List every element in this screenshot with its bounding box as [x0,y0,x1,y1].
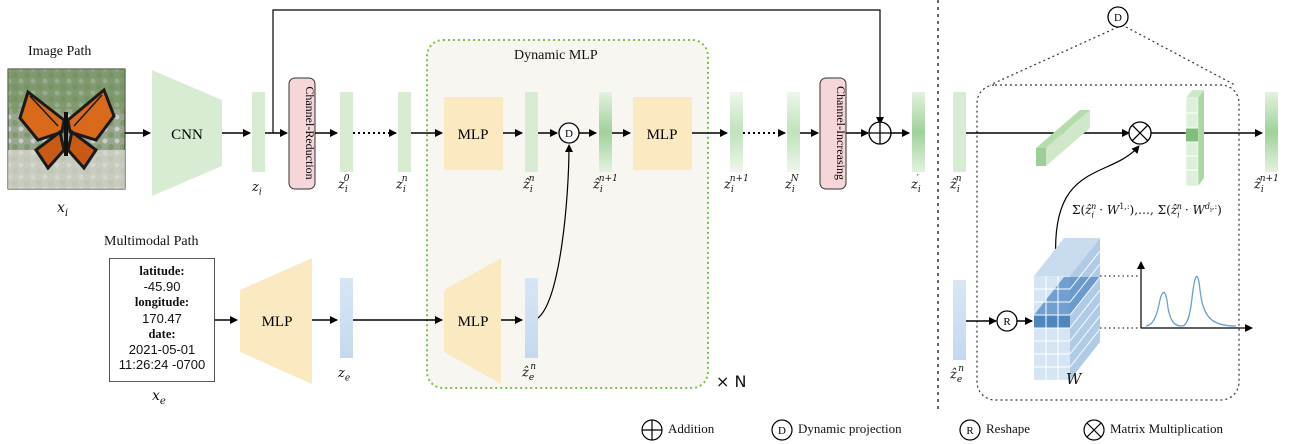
detail-zhat-in1-label: ẑin+1 [1254,174,1279,195]
reshape-node-label: R [1003,316,1011,328]
channel-reduction-label: Channel-Reduction [303,86,317,179]
weight-row-slab [1036,110,1090,166]
mlp-dynamic-lower-label: MLP [458,314,489,330]
z-in-bar [398,92,411,172]
mlp-block-dynamic-lower [444,258,501,384]
cnn-block [152,70,222,196]
legend-dynamic-projection-icon [771,419,793,441]
z-i0-label: zi0 [338,174,350,195]
x-e-label: xe [152,388,166,407]
legend-d-label: D [778,425,786,437]
z-iprime-label: zi′ [911,174,921,195]
mlp-image-label: MLP [458,127,489,143]
distribution-plot [1137,261,1253,332]
longitude-value: 170.47 [142,310,182,326]
dynamic-mlp-title: Dynamic MLP [514,48,598,63]
metadata-box: latitude: -45.90 longitude: 170.47 date:… [109,258,215,382]
channel-increasing-label: Channel-Increasing [834,86,848,180]
time-value: 11:26:24 -0700 [118,357,206,373]
z-iN-bar [787,92,800,172]
weights-to-multiply-arrow [1055,145,1140,263]
date-label: date: [148,326,176,341]
zhat-in1-bar [599,92,612,172]
z-i0-bar [340,92,353,172]
matrix-multiplication-node [1128,121,1152,145]
longitude-label: longitude: [134,295,190,310]
z-i-label: zi [252,180,262,198]
legend-addition-label: Addition [668,421,715,436]
z-iprime-bar [912,92,925,172]
mlp-block-after [633,97,692,170]
latitude-label: latitude: [139,264,185,278]
legend-reshape-icon [959,419,981,441]
zhat-en-bar [525,278,538,358]
detail-zhat-in1-bar [1265,92,1278,172]
z-e-label: ze [338,366,351,384]
addition-node [868,121,892,145]
multimodal-path-title: Multimodal Path [104,234,199,249]
detail-d-label: D [1114,12,1122,24]
repeat-n-label: × N [716,372,747,391]
zhat-in-label: ẑin [523,174,535,195]
mlp-after-label: MLP [647,127,678,143]
legend-matrix-multiplication-icon [1083,419,1105,441]
latitude-value: -45.90 [143,279,181,295]
skip-connection [272,9,884,133]
W-label: W [1066,370,1082,388]
image-path-title: Image Path [28,44,92,59]
weight-matrix-W [1034,238,1101,380]
mlp-multimodal-label: MLP [262,314,293,330]
zhat-in-bar [525,92,538,172]
legend-dynamic-projection-label: Dynamic projection [798,421,902,436]
z-in1-bar [730,92,743,172]
butterfly-image [7,68,126,190]
legend-matrix-multiplication-label: Matrix Multiplication [1110,421,1224,436]
legend-reshape-label: Reshape [986,421,1031,436]
date-value: 2021-05-01 [128,342,196,358]
cnn-label: CNN [171,127,203,143]
z-iN-label: ziN [785,174,799,195]
d-node-label: D [565,128,573,140]
zhat-in1-label: ẑin+1 [593,174,618,195]
mlp-block-image [444,97,503,170]
detail-d-node [1107,6,1129,28]
z-i-bar [252,92,265,172]
detail-zhat-en-label: ẑen [950,364,964,385]
detail-zhat-in-bar [953,92,966,172]
detail-zhat-in-label: ẑin [950,174,962,195]
detail-zhat-en-bar [953,280,966,360]
x-i-label: xi [57,200,69,219]
zhat-en-to-d-arrow [537,144,573,319]
zhat-en-label: ẑen [522,362,536,383]
z-e-bar [340,278,353,358]
detail-output-3d-bar [1185,90,1204,187]
sum-formula: Σ(ẑin· W1,:),…, Σ(ẑin· Wdi,:) [1072,202,1222,220]
legend-r-label: R [966,425,974,437]
mlp-block-multimodal [240,258,312,384]
z-in1-label: zin+1 [724,174,749,195]
legend-addition-icon [641,419,663,441]
z-in-label: zin [396,174,408,195]
